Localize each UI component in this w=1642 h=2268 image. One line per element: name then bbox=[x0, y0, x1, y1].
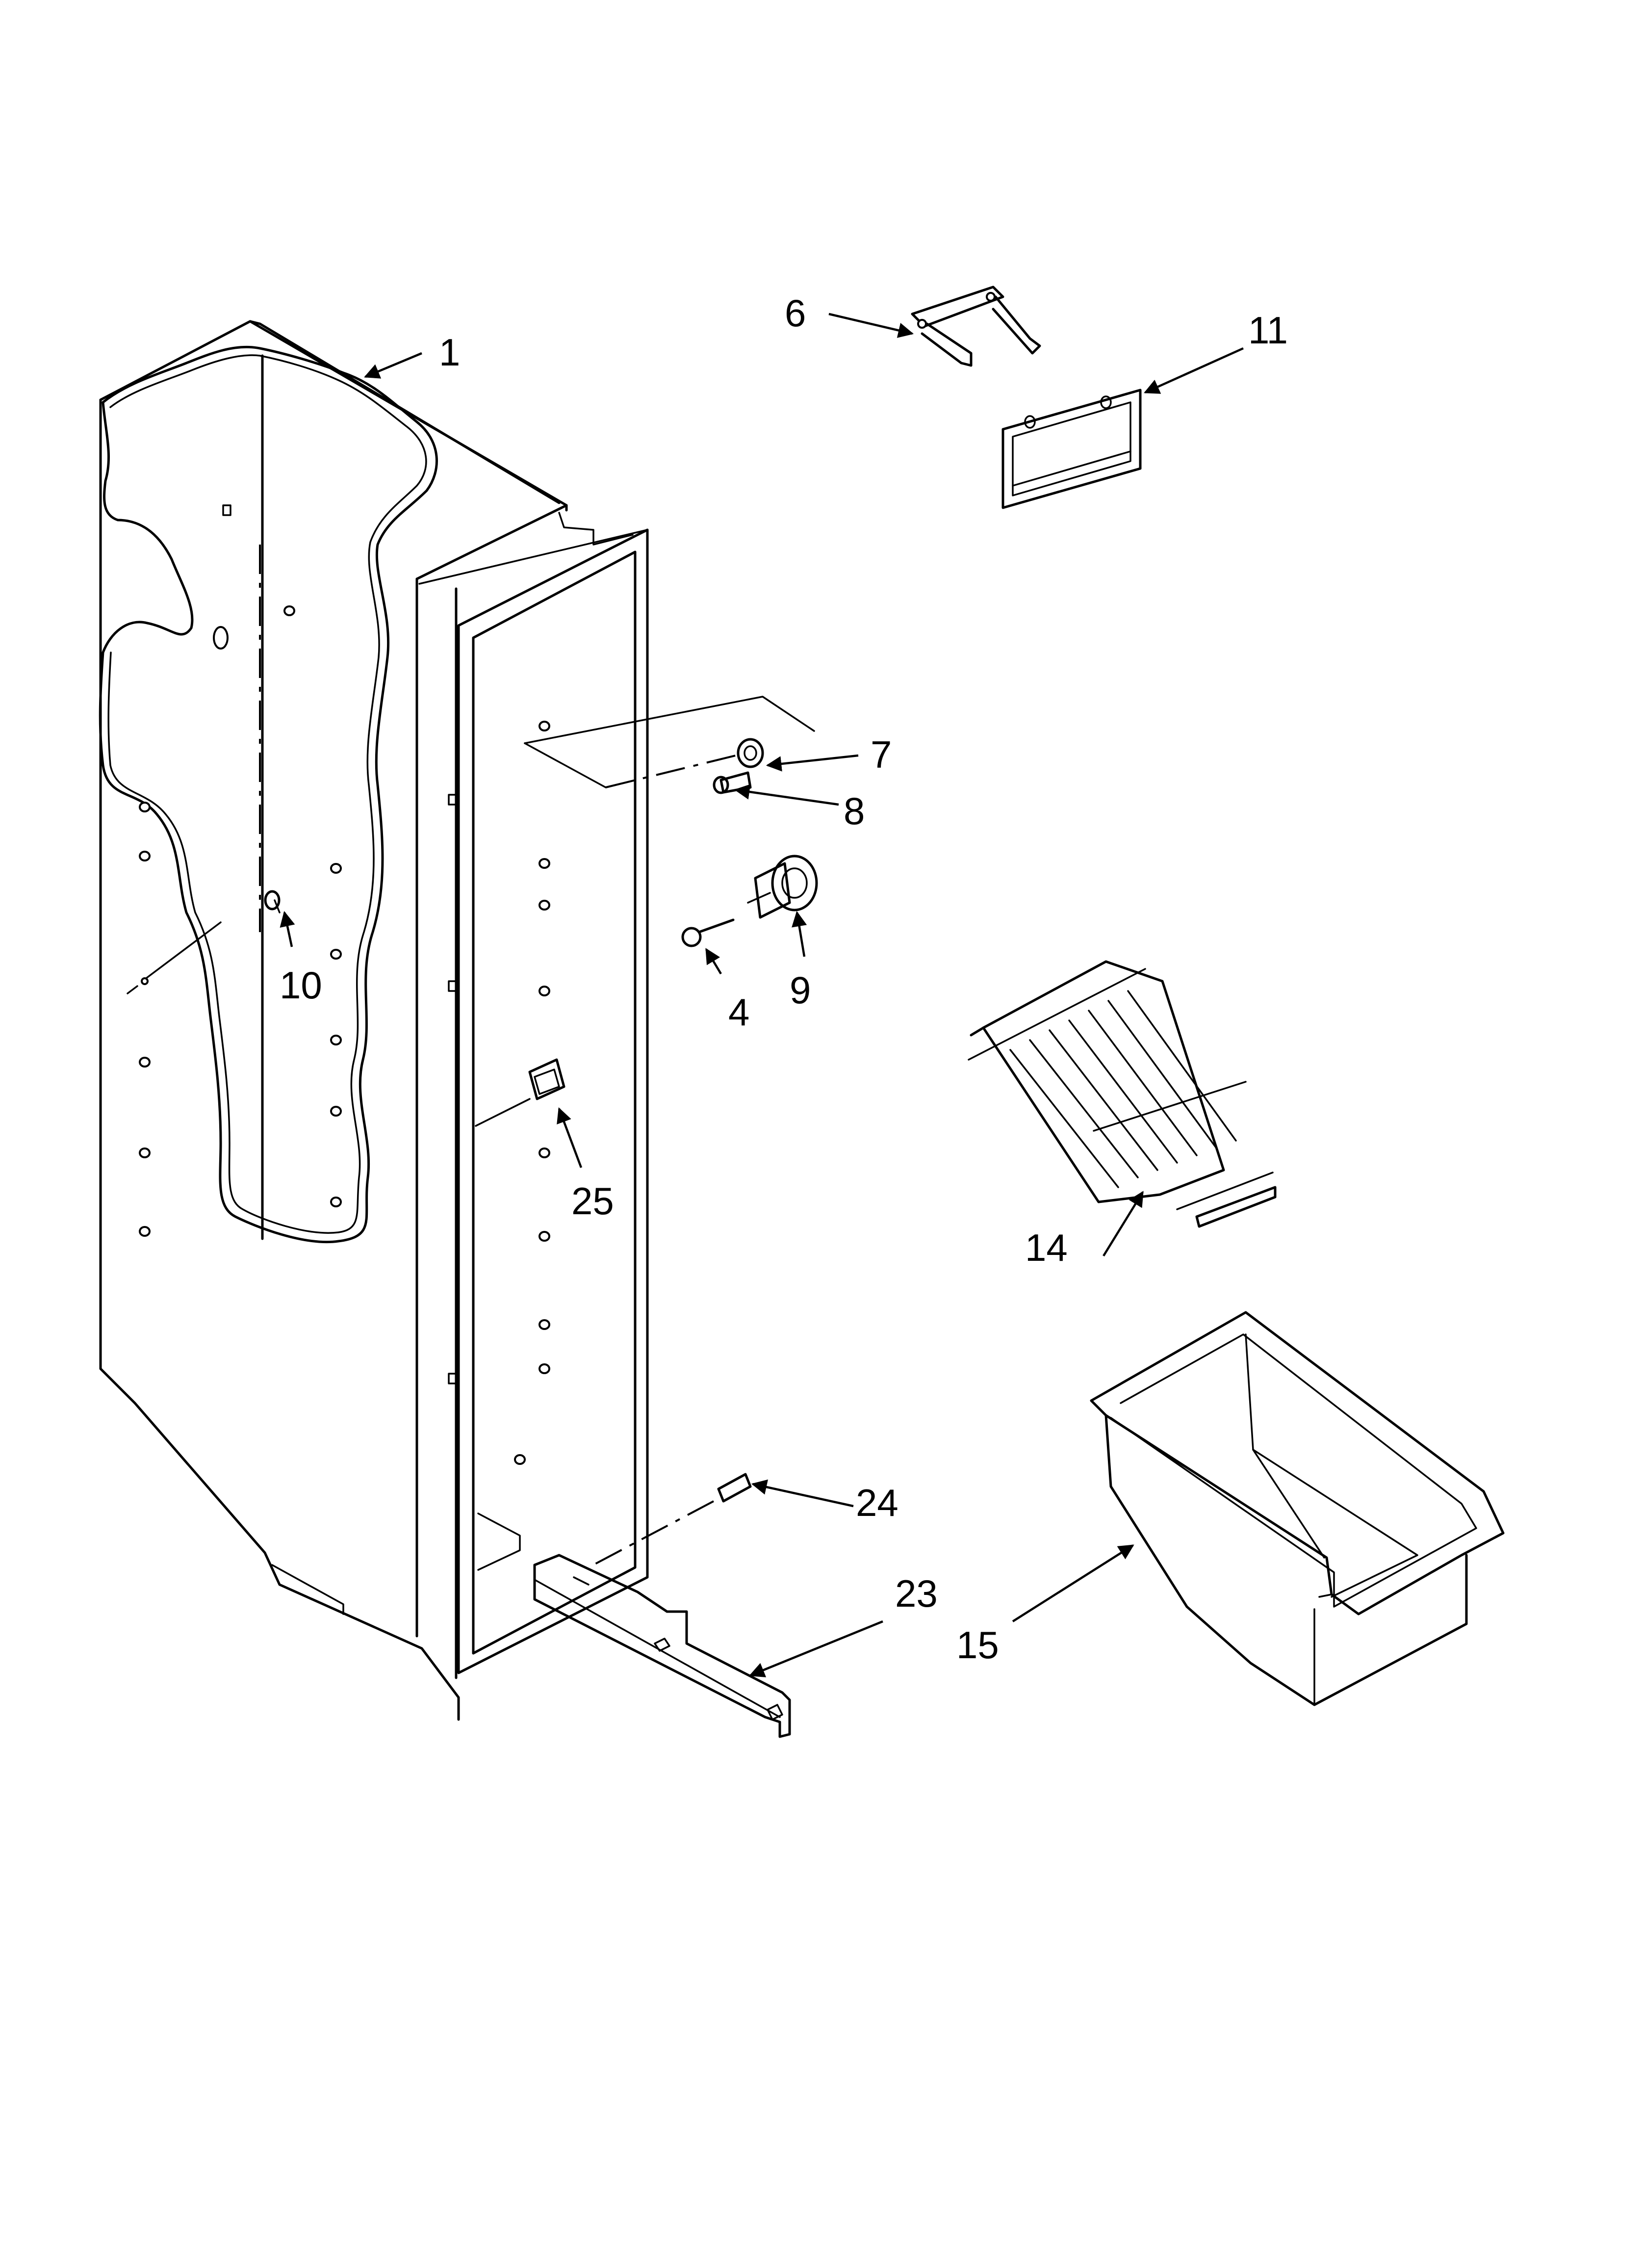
callout-10: 10 bbox=[280, 964, 322, 1007]
bracket-part-6 bbox=[911, 286, 1041, 367]
callout-7: 7 bbox=[871, 733, 892, 776]
sensor-part-25 bbox=[475, 1058, 565, 1127]
screw-part-24 bbox=[588, 1473, 752, 1568]
leader-lines bbox=[280, 313, 1244, 1677]
freezer-liner bbox=[99, 320, 649, 1721]
panel-part-11 bbox=[1001, 389, 1142, 509]
callout-15: 15 bbox=[956, 1623, 999, 1667]
ice-bin-part-15 bbox=[1090, 1311, 1505, 1706]
callout-1: 1 bbox=[439, 331, 460, 374]
callout-23: 23 bbox=[895, 1572, 938, 1615]
callout-14: 14 bbox=[1025, 1226, 1068, 1269]
rivet-part-10 bbox=[264, 890, 281, 913]
callout-9: 9 bbox=[790, 968, 811, 1012]
screw-part-4 bbox=[681, 918, 735, 947]
callout-4: 4 bbox=[728, 991, 749, 1034]
bracket-part-9 bbox=[747, 855, 818, 919]
bracket-part-23 bbox=[533, 1554, 791, 1738]
callout-8: 8 bbox=[844, 789, 865, 833]
callout-labels: 1 6 11 7 8 9 4 10 25 14 15 24 23 bbox=[280, 291, 1288, 1667]
callout-25: 25 bbox=[571, 1179, 614, 1223]
callout-6: 6 bbox=[785, 291, 806, 335]
callout-11: 11 bbox=[1248, 309, 1288, 352]
wire-shelf-part-14 bbox=[968, 960, 1277, 1228]
callout-24: 24 bbox=[856, 1481, 898, 1524]
screw-washer-part-7-8 bbox=[524, 696, 815, 794]
